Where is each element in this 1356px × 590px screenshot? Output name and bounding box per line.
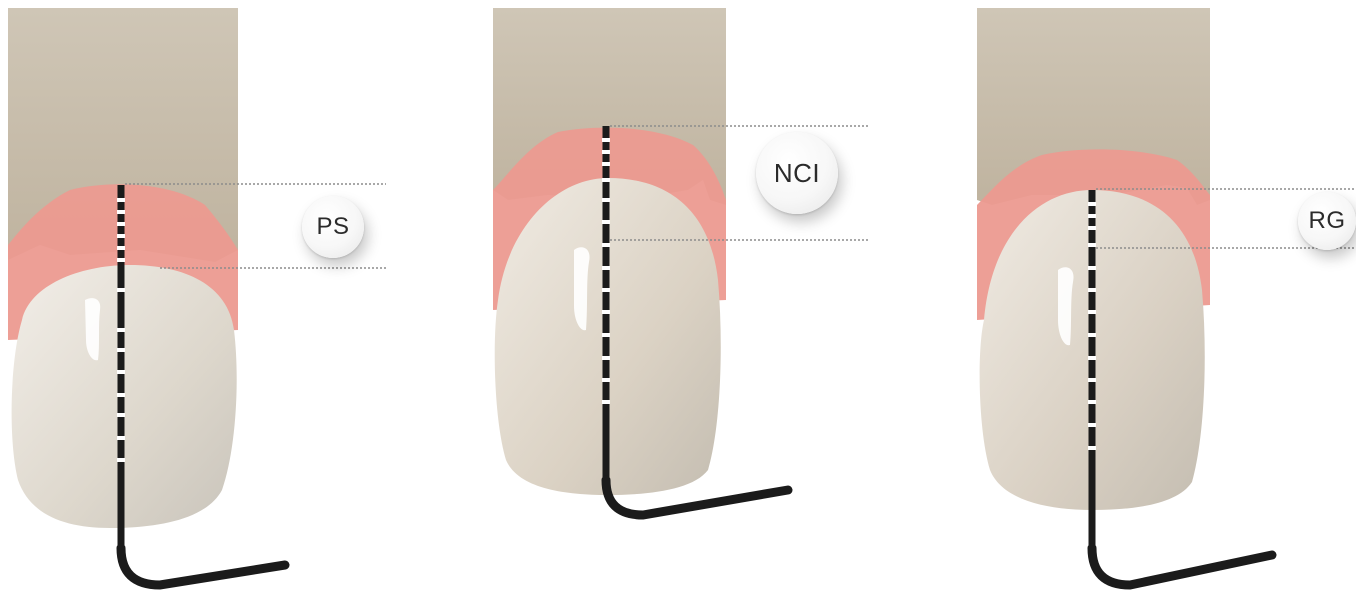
- label-ps: PS: [316, 213, 349, 241]
- tooth-probe-illustration-ps: [0, 0, 430, 590]
- diagram-panel-ps: PS: [0, 0, 430, 590]
- diagram-panel-nci: NCI: [488, 0, 918, 590]
- label-badge-ps: PS: [302, 196, 364, 258]
- label-badge-nci: NCI: [756, 132, 838, 214]
- label-nci: NCI: [774, 158, 820, 189]
- tooth-probe-illustration-nci: [488, 0, 918, 590]
- tooth-probe-illustration-rg: [972, 0, 1356, 590]
- label-rg: RG: [1309, 207, 1346, 235]
- label-badge-rg: RG: [1298, 192, 1356, 250]
- diagram-panel-rg: RG: [972, 0, 1356, 590]
